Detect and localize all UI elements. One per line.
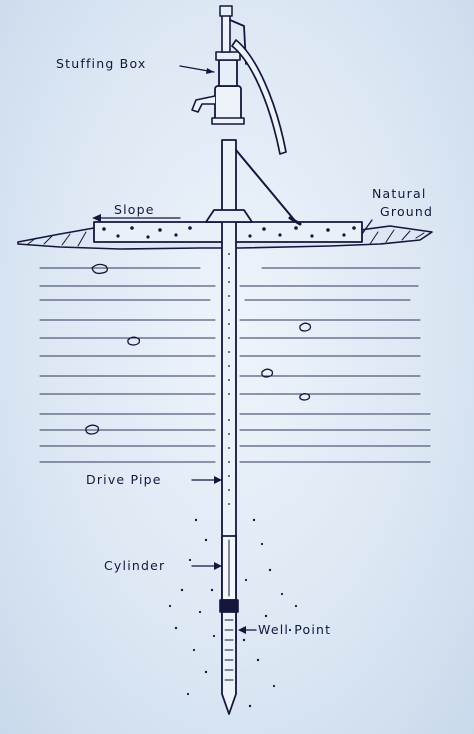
drive-pipe-perforations	[228, 253, 230, 505]
well-point-slots	[224, 619, 234, 681]
soil-layer-lines	[39, 267, 431, 463]
coupling	[219, 599, 239, 613]
label-natural: Natural	[372, 186, 427, 201]
label-stuffing-box: Stuffing Box	[56, 56, 147, 71]
stuffing-box	[218, 59, 238, 87]
spout	[191, 95, 216, 113]
slab-aggregate	[102, 226, 356, 239]
label-ground: Ground	[380, 204, 433, 219]
pump-barrel	[214, 85, 242, 121]
label-well-point: Well Point	[258, 622, 331, 637]
well-point	[221, 611, 237, 715]
brace-rod	[235, 149, 297, 223]
ground-hatching	[27, 229, 425, 247]
label-leaders	[92, 65, 373, 634]
label-cylinder: Cylinder	[104, 558, 165, 573]
pebbles	[85, 263, 312, 435]
gravel-pack	[168, 518, 298, 708]
pump-base	[205, 209, 253, 223]
plunger-rod	[221, 13, 231, 53]
label-drive-pipe: Drive Pipe	[86, 472, 162, 487]
pump-handle	[231, 39, 287, 155]
label-slope: Slope	[114, 202, 155, 217]
